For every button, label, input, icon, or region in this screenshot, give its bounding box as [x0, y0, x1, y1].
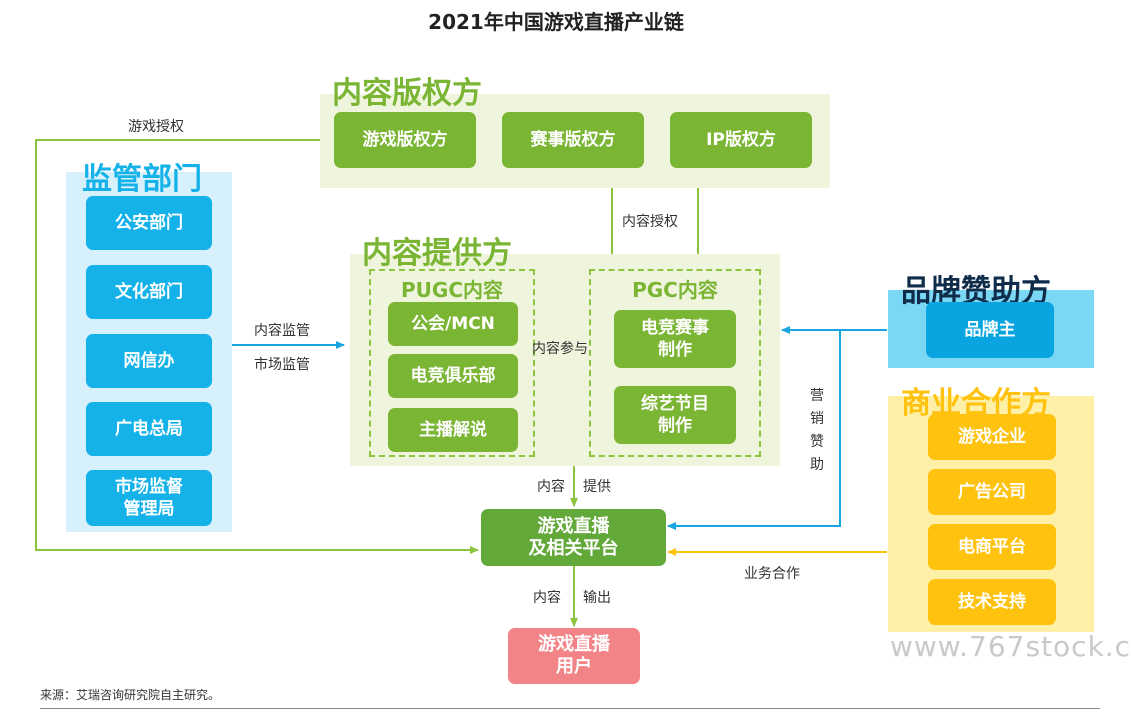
event-copyright-box: 赛事版权方 — [502, 112, 644, 168]
copyright-region-title: 内容版权方 — [332, 76, 482, 111]
pugc-group — [369, 269, 535, 457]
pugc-item: 公会/MCN — [388, 302, 518, 346]
regulator-box: 市场监督 管理局 — [86, 470, 212, 526]
content-supply-label-b: 提供 — [583, 479, 611, 495]
page-title: 2021年中国游戏直播产业链 — [428, 10, 684, 34]
content-license-label: 内容授权 — [622, 214, 678, 230]
source-note: 来源：艾瑞咨询研究院自主研究。 — [40, 688, 221, 702]
regulator-box: 文化部门 — [86, 265, 212, 319]
marketing-sponsor-label: 营 销 赞 助 — [810, 388, 824, 473]
commerce-item: 游戏企业 — [928, 414, 1056, 460]
content-supply-label-a: 内容 — [537, 479, 565, 495]
users-box: 游戏直播 用户 — [508, 628, 640, 684]
content-output-label-b: 输出 — [583, 590, 611, 606]
platform-box: 游戏直播 及相关平台 — [481, 509, 666, 566]
commerce-item: 技术支持 — [928, 579, 1056, 625]
pugc-item: 电竞俱乐部 — [388, 354, 518, 398]
pgc-title: PGC内容 — [632, 278, 718, 302]
regulators-region-title: 监管部门 — [82, 162, 202, 197]
content-supervision-label: 内容监管 — [254, 323, 310, 339]
commerce-item: 电商平台 — [928, 524, 1056, 570]
pgc-group — [589, 269, 761, 457]
ip-copyright-box: IP版权方 — [670, 112, 812, 168]
regulator-box: 网信办 — [86, 334, 212, 388]
regulator-box: 公安部门 — [86, 196, 212, 250]
pgc-item: 综艺节目 制作 — [614, 386, 736, 444]
watermark: www.767stock.c — [890, 630, 1131, 663]
content-participation-label: 内容参与 — [532, 341, 588, 357]
game-license-arrow — [35, 139, 479, 554]
market-supervision-label: 市场监管 — [254, 357, 310, 373]
content-output-label-a: 内容 — [533, 590, 561, 606]
game-copyright-box: 游戏版权方 — [334, 112, 476, 168]
provider-region-title: 内容提供方 — [362, 236, 512, 271]
business-cooperation-label: 业务合作 — [744, 566, 800, 582]
footer-divider — [40, 708, 1100, 709]
pugc-item: 主播解说 — [388, 408, 518, 452]
game-license-label: 游戏授权 — [128, 119, 184, 135]
commerce-item: 广告公司 — [928, 469, 1056, 515]
pgc-item: 电竞赛事 制作 — [614, 310, 736, 368]
pugc-title: PUGC内容 — [401, 278, 503, 302]
brand-owner-box: 品牌主 — [926, 302, 1054, 358]
regulator-box: 广电总局 — [86, 402, 212, 456]
